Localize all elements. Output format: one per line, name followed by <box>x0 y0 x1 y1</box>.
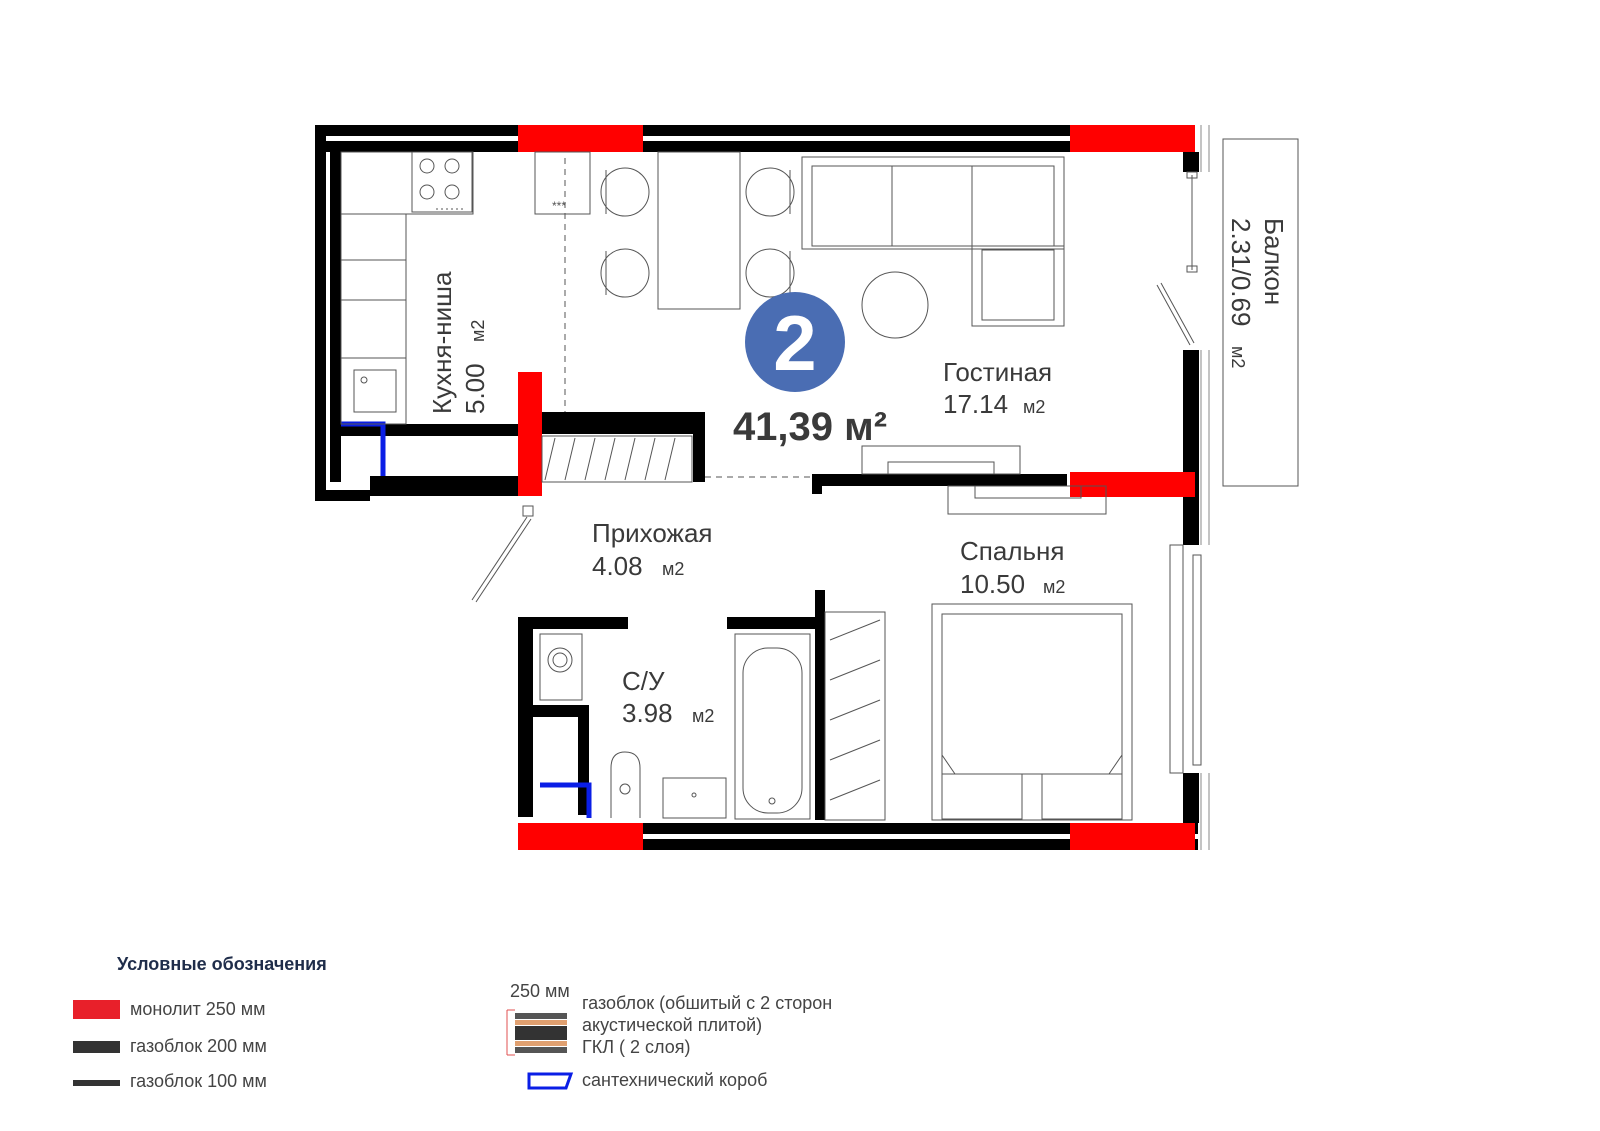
hall-wardrobe <box>541 435 812 483</box>
hall-unit: м2 <box>662 559 684 579</box>
legend-composite-dimension: 250 мм <box>510 981 570 1001</box>
hall-name: Прихожая <box>592 518 712 548</box>
living-label: Гостиная 17.14 м2 <box>943 357 1052 419</box>
bathroom-area: 3.98 <box>622 698 673 728</box>
walls <box>315 125 1199 850</box>
sofa <box>801 156 1065 339</box>
legend-swatch-block200 <box>73 1041 120 1053</box>
bathroom-name: С/У <box>622 666 665 696</box>
balcony-area: 2.31/0.69 <box>1226 218 1256 326</box>
dining-set <box>600 151 795 310</box>
legend-swatch-monolith <box>73 1000 120 1019</box>
monolith-walls <box>518 125 1195 850</box>
legend-label-monolith: монолит 250 мм <box>130 999 266 1019</box>
balcony-name: Балкон <box>1259 218 1289 305</box>
balcony-label: Балкон 2.31/0.69 м2 <box>1226 218 1289 368</box>
total-area: 41,39 м² <box>733 405 887 449</box>
living-area: 17.14 <box>943 389 1008 419</box>
legend-composite-line2: акустической плитой) <box>582 1015 762 1035</box>
svg-text:***: *** <box>552 199 566 213</box>
kitchen-unit: м2 <box>468 320 488 342</box>
living-unit: м2 <box>1023 397 1045 417</box>
legend-swatch-plumbing <box>527 1072 574 1090</box>
bedroom-unit: м2 <box>1043 577 1065 597</box>
legend-label-block100: газоблок 100 мм <box>130 1071 267 1091</box>
legend-composite-swatch <box>506 1009 567 1056</box>
legend-title: Условные обозначения <box>117 954 327 974</box>
legend-label-block200: газоблок 200 мм <box>130 1036 267 1056</box>
badge-circle <box>745 292 845 392</box>
bedroom-name: Спальня <box>960 536 1064 566</box>
facade-hatch <box>1200 125 1210 850</box>
bedroom-label: Спальня 10.50 м2 <box>960 536 1065 599</box>
bedroom-area: 10.50 <box>960 569 1025 599</box>
bedroom-furniture <box>824 603 1133 821</box>
bathroom-label: С/У 3.98 м2 <box>622 666 714 728</box>
kitchen-label: Кухня-ниша 5.00 м2 <box>427 271 490 414</box>
balcony <box>1156 138 1299 487</box>
living-name: Гостиная <box>943 357 1052 387</box>
legend-label-plumbing: сантехнический короб <box>582 1070 767 1090</box>
hall-label: Прихожая 4.08 м2 <box>592 518 712 581</box>
hall-area: 4.08 <box>592 551 643 581</box>
legend-composite-line1: газоблок (обшитый с 2 сторон <box>582 993 832 1013</box>
kitchen-name: Кухня-ниша <box>427 271 457 414</box>
bathroom-fixtures <box>539 633 811 820</box>
stove-icon <box>411 151 473 213</box>
bedroom-window <box>1169 544 1202 774</box>
rooms-count: 2 <box>773 299 816 387</box>
balcony-unit: м2 <box>1228 346 1248 368</box>
legend: Условные обозначения монолит 250 мм газо… <box>73 954 832 1091</box>
kitchen-area: 5.00 <box>460 363 490 414</box>
legend-swatch-block100 <box>73 1080 120 1086</box>
legend-composite-line3: ГКЛ ( 2 слоя) <box>582 1037 691 1057</box>
rooms-count-badge: 2 <box>745 292 845 392</box>
kitchen-furniture: *** <box>340 151 591 425</box>
tv-units <box>861 445 1107 515</box>
bathroom-unit: м2 <box>692 706 714 726</box>
entrance-door <box>471 505 534 603</box>
